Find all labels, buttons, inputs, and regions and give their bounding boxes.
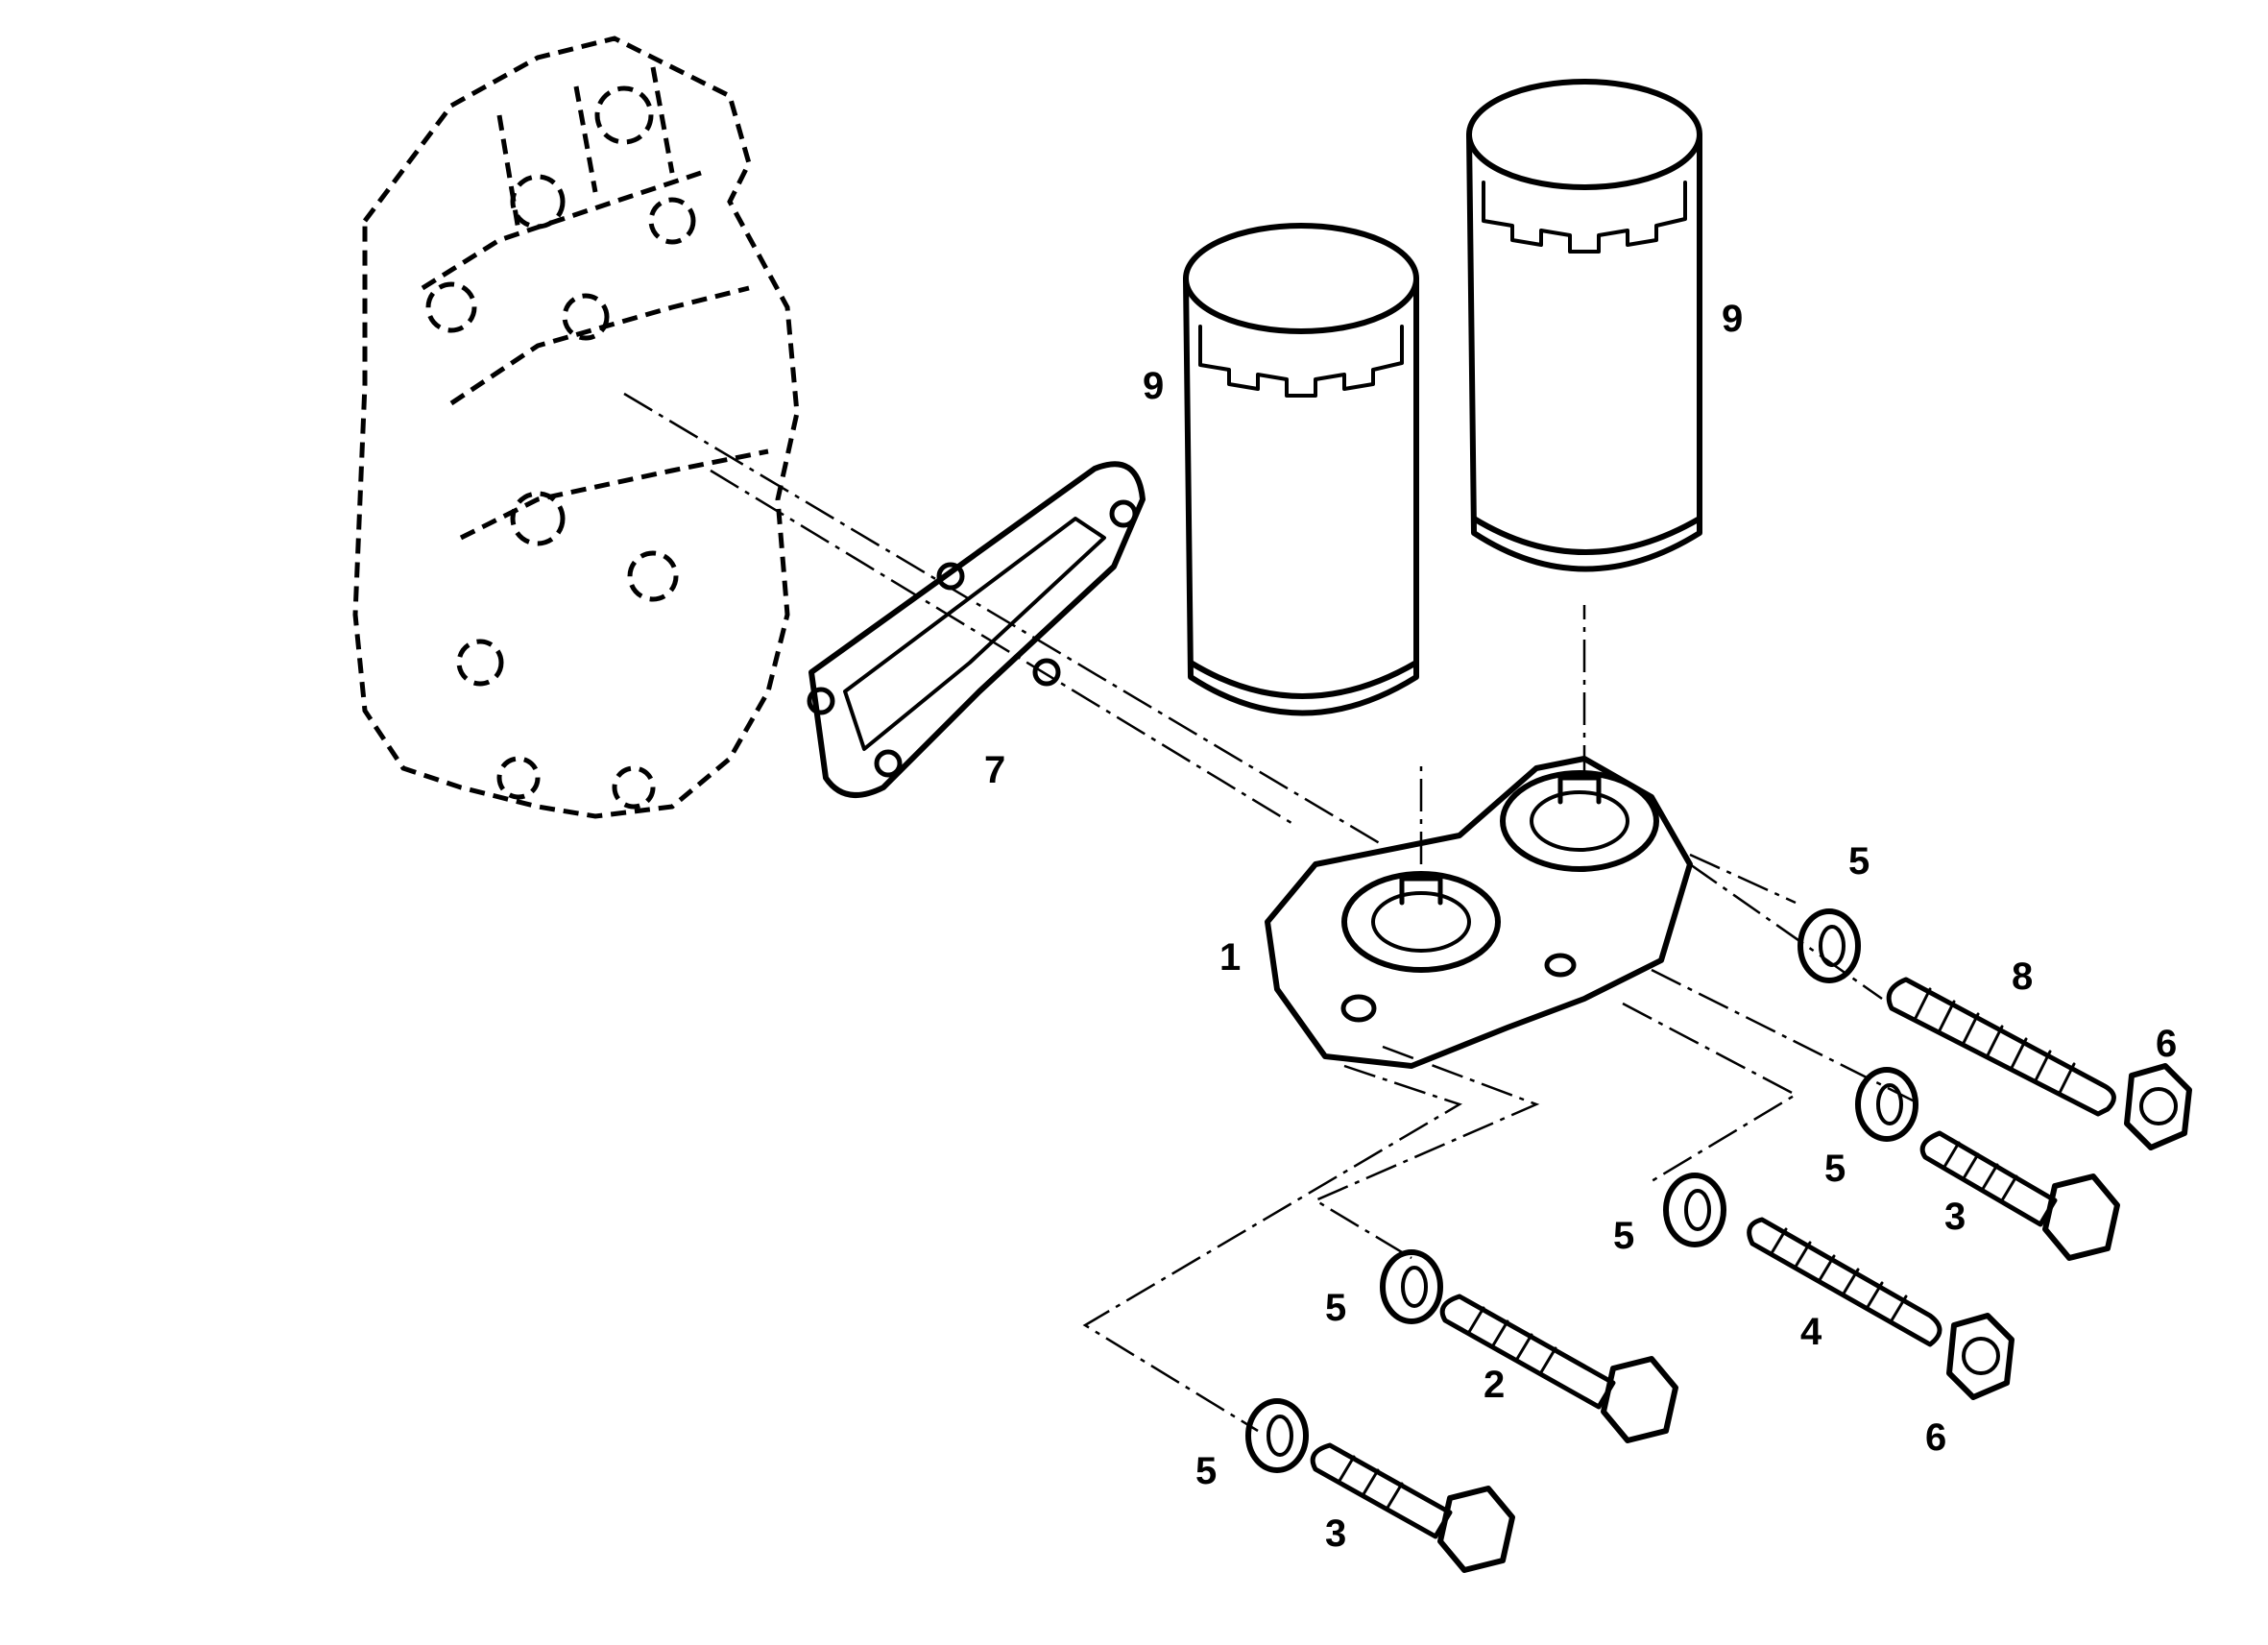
callout-5-c: 5	[1613, 1215, 1634, 1257]
callout-9-right: 9	[1722, 298, 1743, 340]
washer-4	[1380, 1249, 1443, 1324]
hex-bolt-lower	[1310, 1442, 1515, 1573]
callout-6-lower: 6	[1925, 1416, 1946, 1459]
callout-1: 1	[1219, 936, 1241, 979]
stud-medium	[1747, 1217, 1942, 1347]
callout-labels: 1 2 3 3 4 5 5 5 5 5 6 6 7 8 9 9	[984, 298, 2177, 1555]
gasket	[807, 461, 1146, 798]
hex-bolt-middle	[1439, 1294, 1678, 1443]
washer-2	[1855, 1067, 1918, 1142]
filter-cartridge-left	[1183, 223, 1419, 716]
callout-5-b: 5	[1824, 1148, 1846, 1190]
stud-long	[1886, 977, 2116, 1117]
callout-5-a: 5	[1848, 840, 1870, 883]
callout-3-lower: 3	[1325, 1512, 1346, 1555]
washer-1	[1798, 908, 1861, 983]
callout-5-d: 5	[1325, 1287, 1346, 1329]
washer-5	[1245, 1398, 1309, 1473]
washer-3	[1663, 1173, 1726, 1247]
hex-nut-upper	[2124, 1063, 2192, 1150]
callout-3-upper: 3	[1944, 1196, 1966, 1238]
filter-cartridge-right	[1466, 79, 1702, 572]
assembly-center-lines	[623, 392, 1921, 1433]
callout-6-upper: 6	[2156, 1023, 2177, 1065]
callout-4: 4	[1800, 1311, 1822, 1353]
callout-5-e: 5	[1195, 1450, 1217, 1492]
callout-2: 2	[1484, 1364, 1505, 1406]
hex-nut-lower	[1946, 1313, 2015, 1400]
callout-9-left: 9	[1143, 365, 1164, 407]
callout-8: 8	[2012, 956, 2033, 998]
callout-7: 7	[984, 749, 1005, 791]
hex-bolt-upper	[1919, 1130, 2120, 1261]
transmission-housing-phantom	[352, 36, 800, 819]
filter-head	[1265, 756, 1693, 1069]
